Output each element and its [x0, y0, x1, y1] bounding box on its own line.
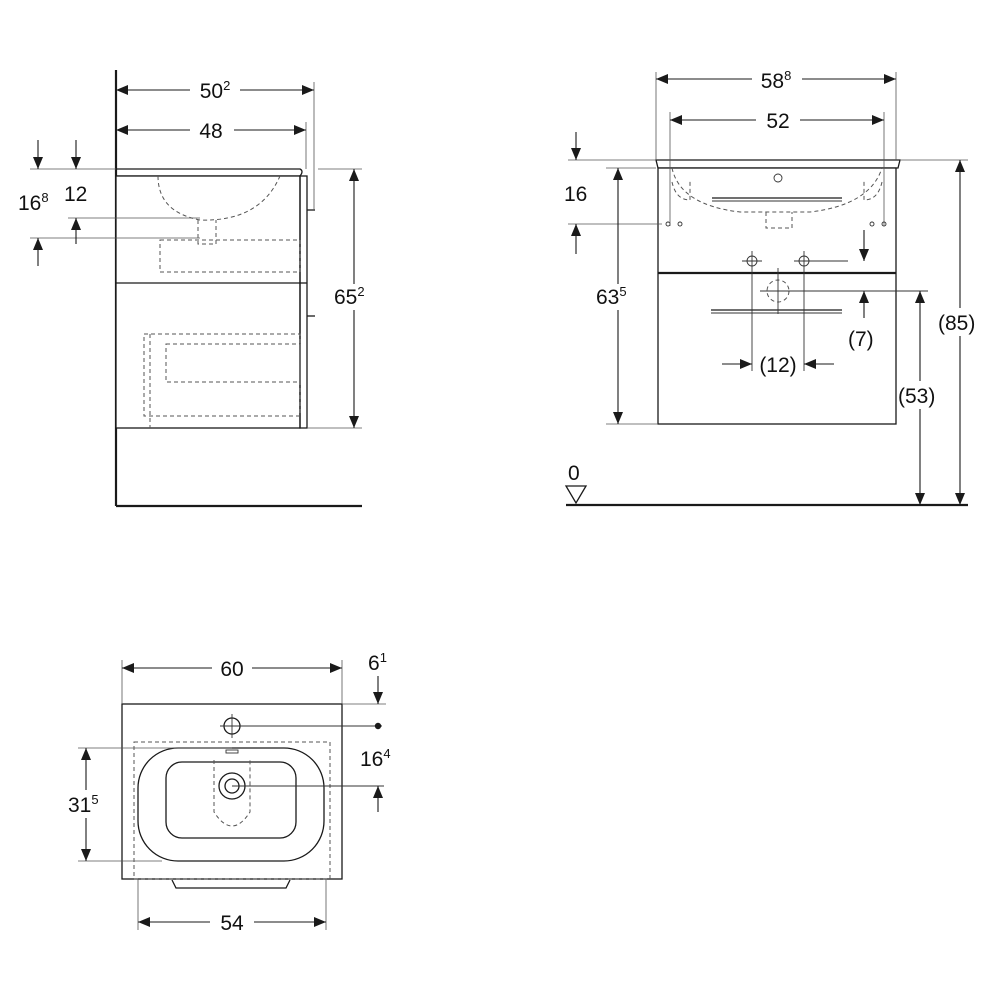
dim-front-drain-height: (53): [898, 385, 935, 408]
overflow-hidden: [213, 760, 251, 827]
lower-drawer-inner-hidden: [165, 343, 301, 383]
basin-bowl-inner: [165, 761, 297, 839]
floor-level-marker: [564, 485, 588, 505]
drain-connection: [760, 268, 928, 314]
dim-front-top-offset: 16: [564, 183, 587, 206]
side-view: 502 48 168 12 652: [18, 70, 376, 508]
dim-side-inner-depth: 48: [199, 120, 222, 143]
overflow-slot: [225, 749, 239, 754]
front-panel: [299, 175, 308, 429]
dim-side-cabinet-height: 652: [334, 284, 365, 309]
basin-side-right: [863, 180, 883, 201]
basin-top-outline: [116, 168, 303, 177]
basin-side-left: [671, 180, 691, 201]
siphon-box-hidden: [159, 239, 301, 273]
dim-side-overall-depth: 502: [200, 78, 231, 103]
front-view: 0: [564, 66, 986, 507]
dim-front-valve-offset: (7): [848, 328, 874, 351]
basin-top-outline: [655, 159, 901, 169]
basin-hidden: [671, 167, 883, 213]
dim-top-tap-offset: 61: [368, 650, 387, 675]
dim-front-valve-spacing: (12): [759, 354, 796, 377]
dim-front-body-height: 635: [596, 284, 627, 309]
valve-left: [742, 251, 762, 371]
top-view: 60 61 164 315 54: [66, 650, 391, 935]
dim-front-overall-width: 588: [761, 68, 792, 93]
dim-top-overall-width: 60: [220, 658, 243, 681]
overflow-hole: [773, 173, 783, 183]
siphon-hidden: [765, 212, 793, 229]
cabinet-body: [115, 175, 301, 429]
basin-hidden: [157, 175, 281, 221]
valve-right: [794, 251, 848, 371]
dim-side-basin-offset: 12: [64, 183, 87, 206]
dim-top-cabinet-width: 54: [220, 912, 244, 935]
dim-front-total-height: (85): [938, 312, 975, 335]
dim-front-basin-width: 52: [766, 110, 789, 133]
dim-top-depth: 315: [68, 792, 99, 817]
cabinet-body: [657, 167, 897, 425]
dim-top-drain-offset: 164: [360, 746, 391, 771]
dim-front-floor-level: 0: [568, 462, 580, 485]
dim-side-drain-offset: 168: [18, 190, 49, 215]
drawer-handle: [171, 879, 291, 889]
cabinet-hidden: [133, 741, 331, 880]
